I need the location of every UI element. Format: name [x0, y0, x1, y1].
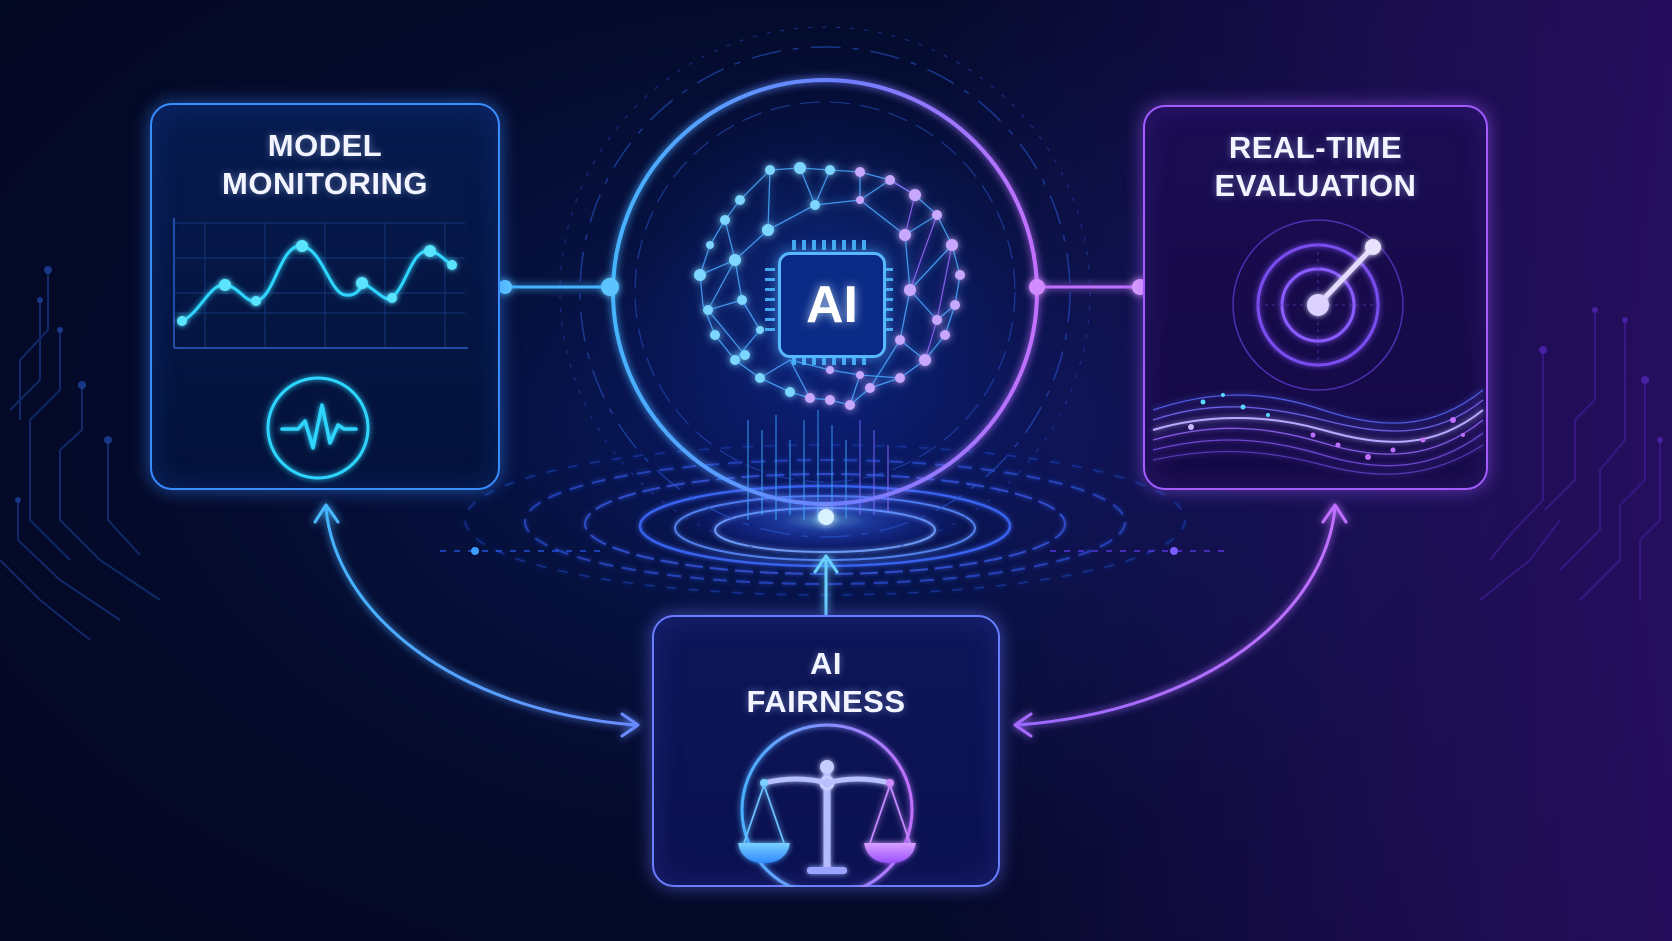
balance-scale-icon [738, 723, 916, 887]
card-ai-fairness[interactable]: AI FAIRNESS [652, 615, 1000, 887]
card-model-monitoring[interactable]: MODEL MONITORING [150, 103, 500, 490]
title-line-1: REAL-TIME [1228, 130, 1403, 165]
connector-left [498, 278, 619, 296]
arrow-fairness-to-center [813, 509, 839, 615]
fairness-graphics [738, 723, 916, 887]
chip-pins [765, 240, 893, 365]
ai-chip-label: AI [806, 276, 858, 334]
curved-arrow-right [1013, 503, 1348, 738]
card-real-time-evaluation[interactable]: REAL-TIME EVALUATION [1143, 105, 1488, 490]
brain-network-icon [694, 162, 965, 410]
data-wave-icon [1152, 389, 1484, 475]
title-line-1: MODEL [267, 128, 383, 163]
card-title-model-monitoring: MODEL MONITORING [152, 127, 498, 203]
title-line-2: FAIRNESS [746, 684, 906, 719]
circuit-traces-left [0, 270, 161, 641]
data-wave-particles [1188, 393, 1270, 430]
monitoring-graphics [173, 218, 468, 480]
title-line-2: MONITORING [222, 166, 428, 201]
title-line-2: EVALUATION [1214, 168, 1417, 203]
card-title-ai-fairness: AI FAIRNESS [654, 645, 998, 721]
circuit-traces-right [1479, 310, 1661, 601]
curved-arrow-left [313, 503, 640, 738]
heartbeat-icon [266, 376, 370, 480]
card-title-real-time-evaluation: REAL-TIME EVALUATION [1145, 129, 1486, 205]
ai-chip-node[interactable]: AI [778, 252, 886, 358]
title-line-1: AI [810, 646, 842, 681]
radar-gauge-icon [1232, 219, 1404, 391]
line-chart-icon [173, 218, 468, 349]
evaluation-graphics [1152, 219, 1484, 475]
